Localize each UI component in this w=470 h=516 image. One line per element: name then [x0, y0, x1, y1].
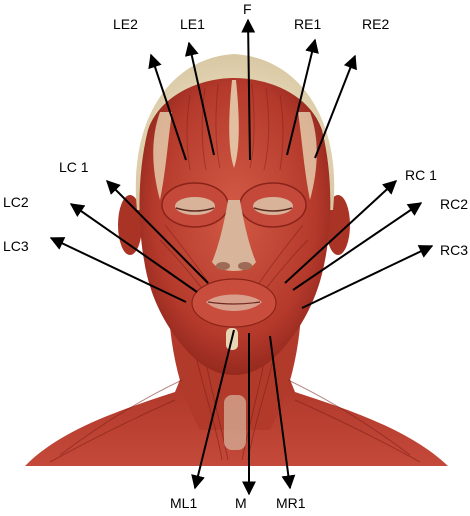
arrow-RE2: [315, 56, 355, 158]
right-eyelid: [253, 197, 293, 215]
label-LC3: LC3: [3, 238, 29, 254]
label-LE1: LE1: [180, 16, 205, 32]
label-RC1: RC 1: [405, 167, 437, 183]
label-RE2: RE2: [362, 16, 389, 32]
label-MR1: MR1: [276, 495, 306, 511]
label-RC2: RC2: [440, 196, 468, 212]
head-illustration: [25, 54, 448, 466]
label-M: M: [235, 495, 247, 511]
left-nostril: [216, 262, 230, 270]
label-ML1: ML1: [170, 495, 197, 511]
label-LC1: LC 1: [59, 159, 89, 175]
left-eyelid: [175, 197, 215, 215]
label-RE1: RE1: [294, 16, 321, 32]
label-F: F: [243, 1, 252, 17]
label-LC2: LC2: [3, 194, 29, 210]
label-RC3: RC3: [440, 242, 468, 258]
trachea: [224, 395, 246, 450]
right-nostril: [238, 262, 252, 270]
label-LE2: LE2: [113, 16, 138, 32]
